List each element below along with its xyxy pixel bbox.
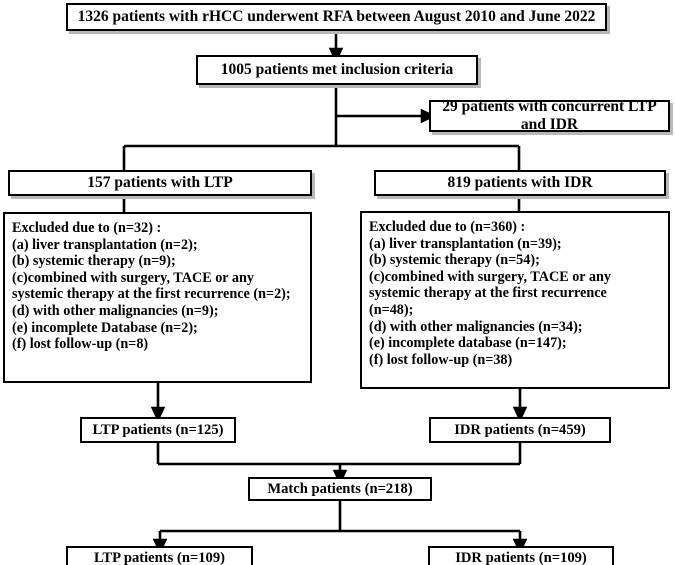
node-ltp-matched[interactable]: LTP patients (n=109) (66, 546, 253, 565)
node-ltp-matched-label: LTP patients (n=109) (93, 550, 226, 565)
node-matched[interactable]: Match patients (n=218) (248, 477, 432, 501)
idr-excluded-line-8: (f) lost follow-up (n=38) (369, 351, 513, 368)
node-ltp-group[interactable]: 157 patients with LTP (8, 170, 312, 196)
node-inclusion-label: 1005 patients met inclusion criteria (220, 61, 454, 78)
node-inclusion[interactable]: 1005 patients met inclusion criteria (196, 55, 478, 85)
ltp-excluded-line-5: (d) with other malignancies (n=9); (12, 303, 219, 320)
ltp-excluded-line-7: (f) lost follow-up (n=8) (12, 336, 149, 353)
node-idr-excluded[interactable]: Excluded due to (n=360) : (a) liver tran… (360, 211, 670, 389)
node-concurrent-label: 29 patients with concurrent LTP and IDR (442, 98, 657, 133)
node-ltp-remaining-label: LTP patients (n=125) (92, 421, 224, 438)
node-enrolled-label: 1326 patients with rHCC underwent RFA be… (77, 8, 596, 25)
ltp-excluded-line-2: (b) systemic therapy (n=9); (12, 253, 176, 270)
node-idr-remaining-label: IDR patients (n=459) (454, 421, 586, 438)
node-idr-group[interactable]: 819 patients with IDR (374, 170, 666, 196)
idr-excluded-line-4: systemic therapy at the first recurrence (369, 285, 607, 302)
ltp-excluded-line-0: Excluded due to (n=32) : (12, 220, 162, 236)
idr-excluded-line-0: Excluded due to (n=360) : (369, 219, 526, 235)
node-idr-group-label: 819 patients with IDR (447, 174, 593, 191)
node-enrolled[interactable]: 1326 patients with rHCC underwent RFA be… (66, 3, 607, 31)
node-idr-matched[interactable]: IDR patients (n=109) (428, 546, 614, 565)
node-ltp-excluded[interactable]: Excluded due to (n=32) : (a) liver trans… (3, 212, 312, 383)
node-idr-matched-label: IDR patients (n=109) (455, 550, 587, 565)
node-matched-label: Match patients (n=218) (267, 480, 413, 497)
ltp-excluded-line-3: (c)combined with surgery, TACE or any (12, 269, 254, 286)
idr-excluded-line-3: (c)combined with surgery, TACE or any (369, 268, 611, 285)
ltp-excluded-line-4: systemic therapy at the first recurrence… (12, 286, 291, 303)
node-ltp-remaining[interactable]: LTP patients (n=125) (80, 417, 236, 443)
node-concurrent-ltp-idr[interactable]: 29 patients with concurrent LTP and IDR (429, 98, 670, 133)
ltp-excluded-line-6: (e) incomplete Database (n=2); (12, 319, 198, 336)
idr-excluded-line-6: (d) with other malignancies (n=34); (369, 318, 583, 335)
ltp-excluded-line-1: (a) liver transplantation (n=2); (12, 236, 198, 253)
idr-excluded-line-2: (b) systemic therapy (n=54); (369, 252, 540, 269)
idr-excluded-line-5: (n=48); (369, 302, 414, 319)
node-idr-remaining[interactable]: IDR patients (n=459) (429, 417, 611, 443)
idr-excluded-line-1: (a) liver transplantation (n=39); (369, 235, 562, 252)
node-ltp-group-label: 157 patients with LTP (87, 174, 233, 191)
idr-excluded-line-7: (e) incomplete database (n=147); (369, 335, 567, 352)
